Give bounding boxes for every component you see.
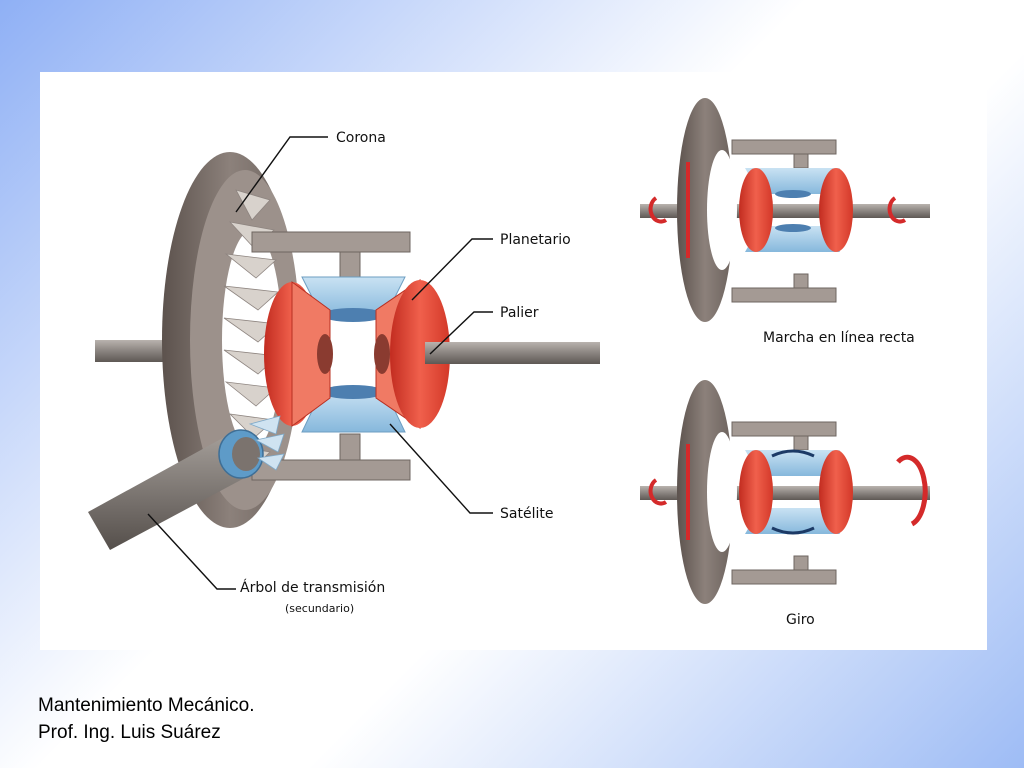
pinion-gear xyxy=(248,415,285,471)
label-palier: Palier xyxy=(500,305,539,321)
rotation-arrow-icon xyxy=(648,478,668,506)
satellite-gear-top xyxy=(301,276,406,322)
right-axle-shaft xyxy=(425,342,600,364)
label-arbol: Árbol de transmisión xyxy=(240,579,385,596)
drive-shaft xyxy=(88,429,264,550)
leader-lines xyxy=(147,136,493,590)
rotation-arrow-icon xyxy=(896,454,928,527)
rotation-arrow-icon xyxy=(648,196,668,224)
course-title: Mantenimiento Mecánico. xyxy=(38,695,255,716)
differential-diagram: Corona Planetario Palier Satélite Árbol … xyxy=(88,98,930,628)
wheel-arrow-icon xyxy=(686,162,690,258)
label-arbol-sub: (secundario) xyxy=(285,602,354,615)
rotation-arrow-icon xyxy=(771,526,815,535)
planetary-gear-right xyxy=(374,279,450,429)
planetary-gear-left xyxy=(264,281,333,427)
label-planetario: Planetario xyxy=(500,232,571,248)
label-marcha: Marcha en línea recta xyxy=(763,330,915,346)
author-name: Prof. Ing. Luis Suárez xyxy=(38,722,221,743)
mini-diagram-straight xyxy=(640,98,930,322)
rotation-arrow-icon xyxy=(887,196,907,224)
footer: Mantenimiento Mecánico. Prof. Ing. Luis … xyxy=(38,692,255,746)
rotation-arrow-icon xyxy=(771,449,815,458)
label-satelite: Satélite xyxy=(500,506,553,522)
main-differential xyxy=(88,152,600,550)
wheel-arrow-icon xyxy=(686,444,690,540)
mini-diagram-turn xyxy=(640,380,930,604)
label-giro: Giro xyxy=(786,612,815,628)
diagram-panel: Corona Planetario Palier Satélite Árbol … xyxy=(40,72,987,650)
label-corona: Corona xyxy=(336,130,386,146)
